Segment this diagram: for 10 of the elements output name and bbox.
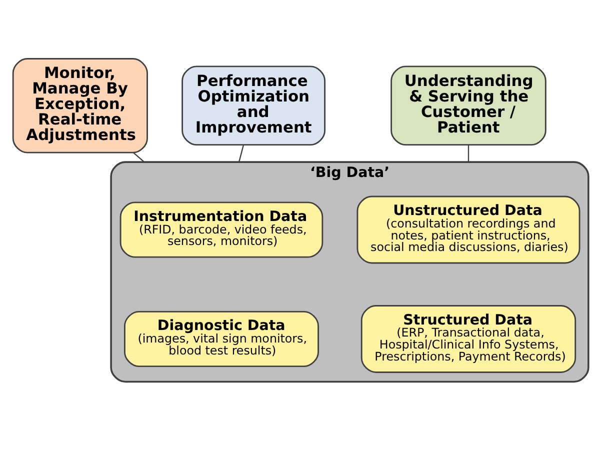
node-box: Structured Data (ERP, Transactional data, Hospital/Clinical Info Systems, Prescriptions, Payment Records)	[360, 305, 576, 373]
node-box: Unstructured Data (consultation recordings and notes, patient instructions, social media discussions, diaries)	[356, 196, 580, 264]
connector	[238, 144, 244, 162]
node-box: Diagnostic Data (images, vital sign monitors, blood test results)	[124, 310, 319, 368]
node-box: Monitor, Manage By Exception, Real-time Adjustments	[12, 58, 148, 154]
node-box: Instrumentation Data (RFID, barcode, video feeds, sensors, monitors)	[120, 202, 324, 258]
node-box: Understanding & Serving the Customer / Patient	[390, 66, 546, 146]
node-box: Performance Optimization and Improvement	[182, 66, 326, 146]
connector	[468, 145, 470, 162]
connector	[133, 152, 145, 163]
